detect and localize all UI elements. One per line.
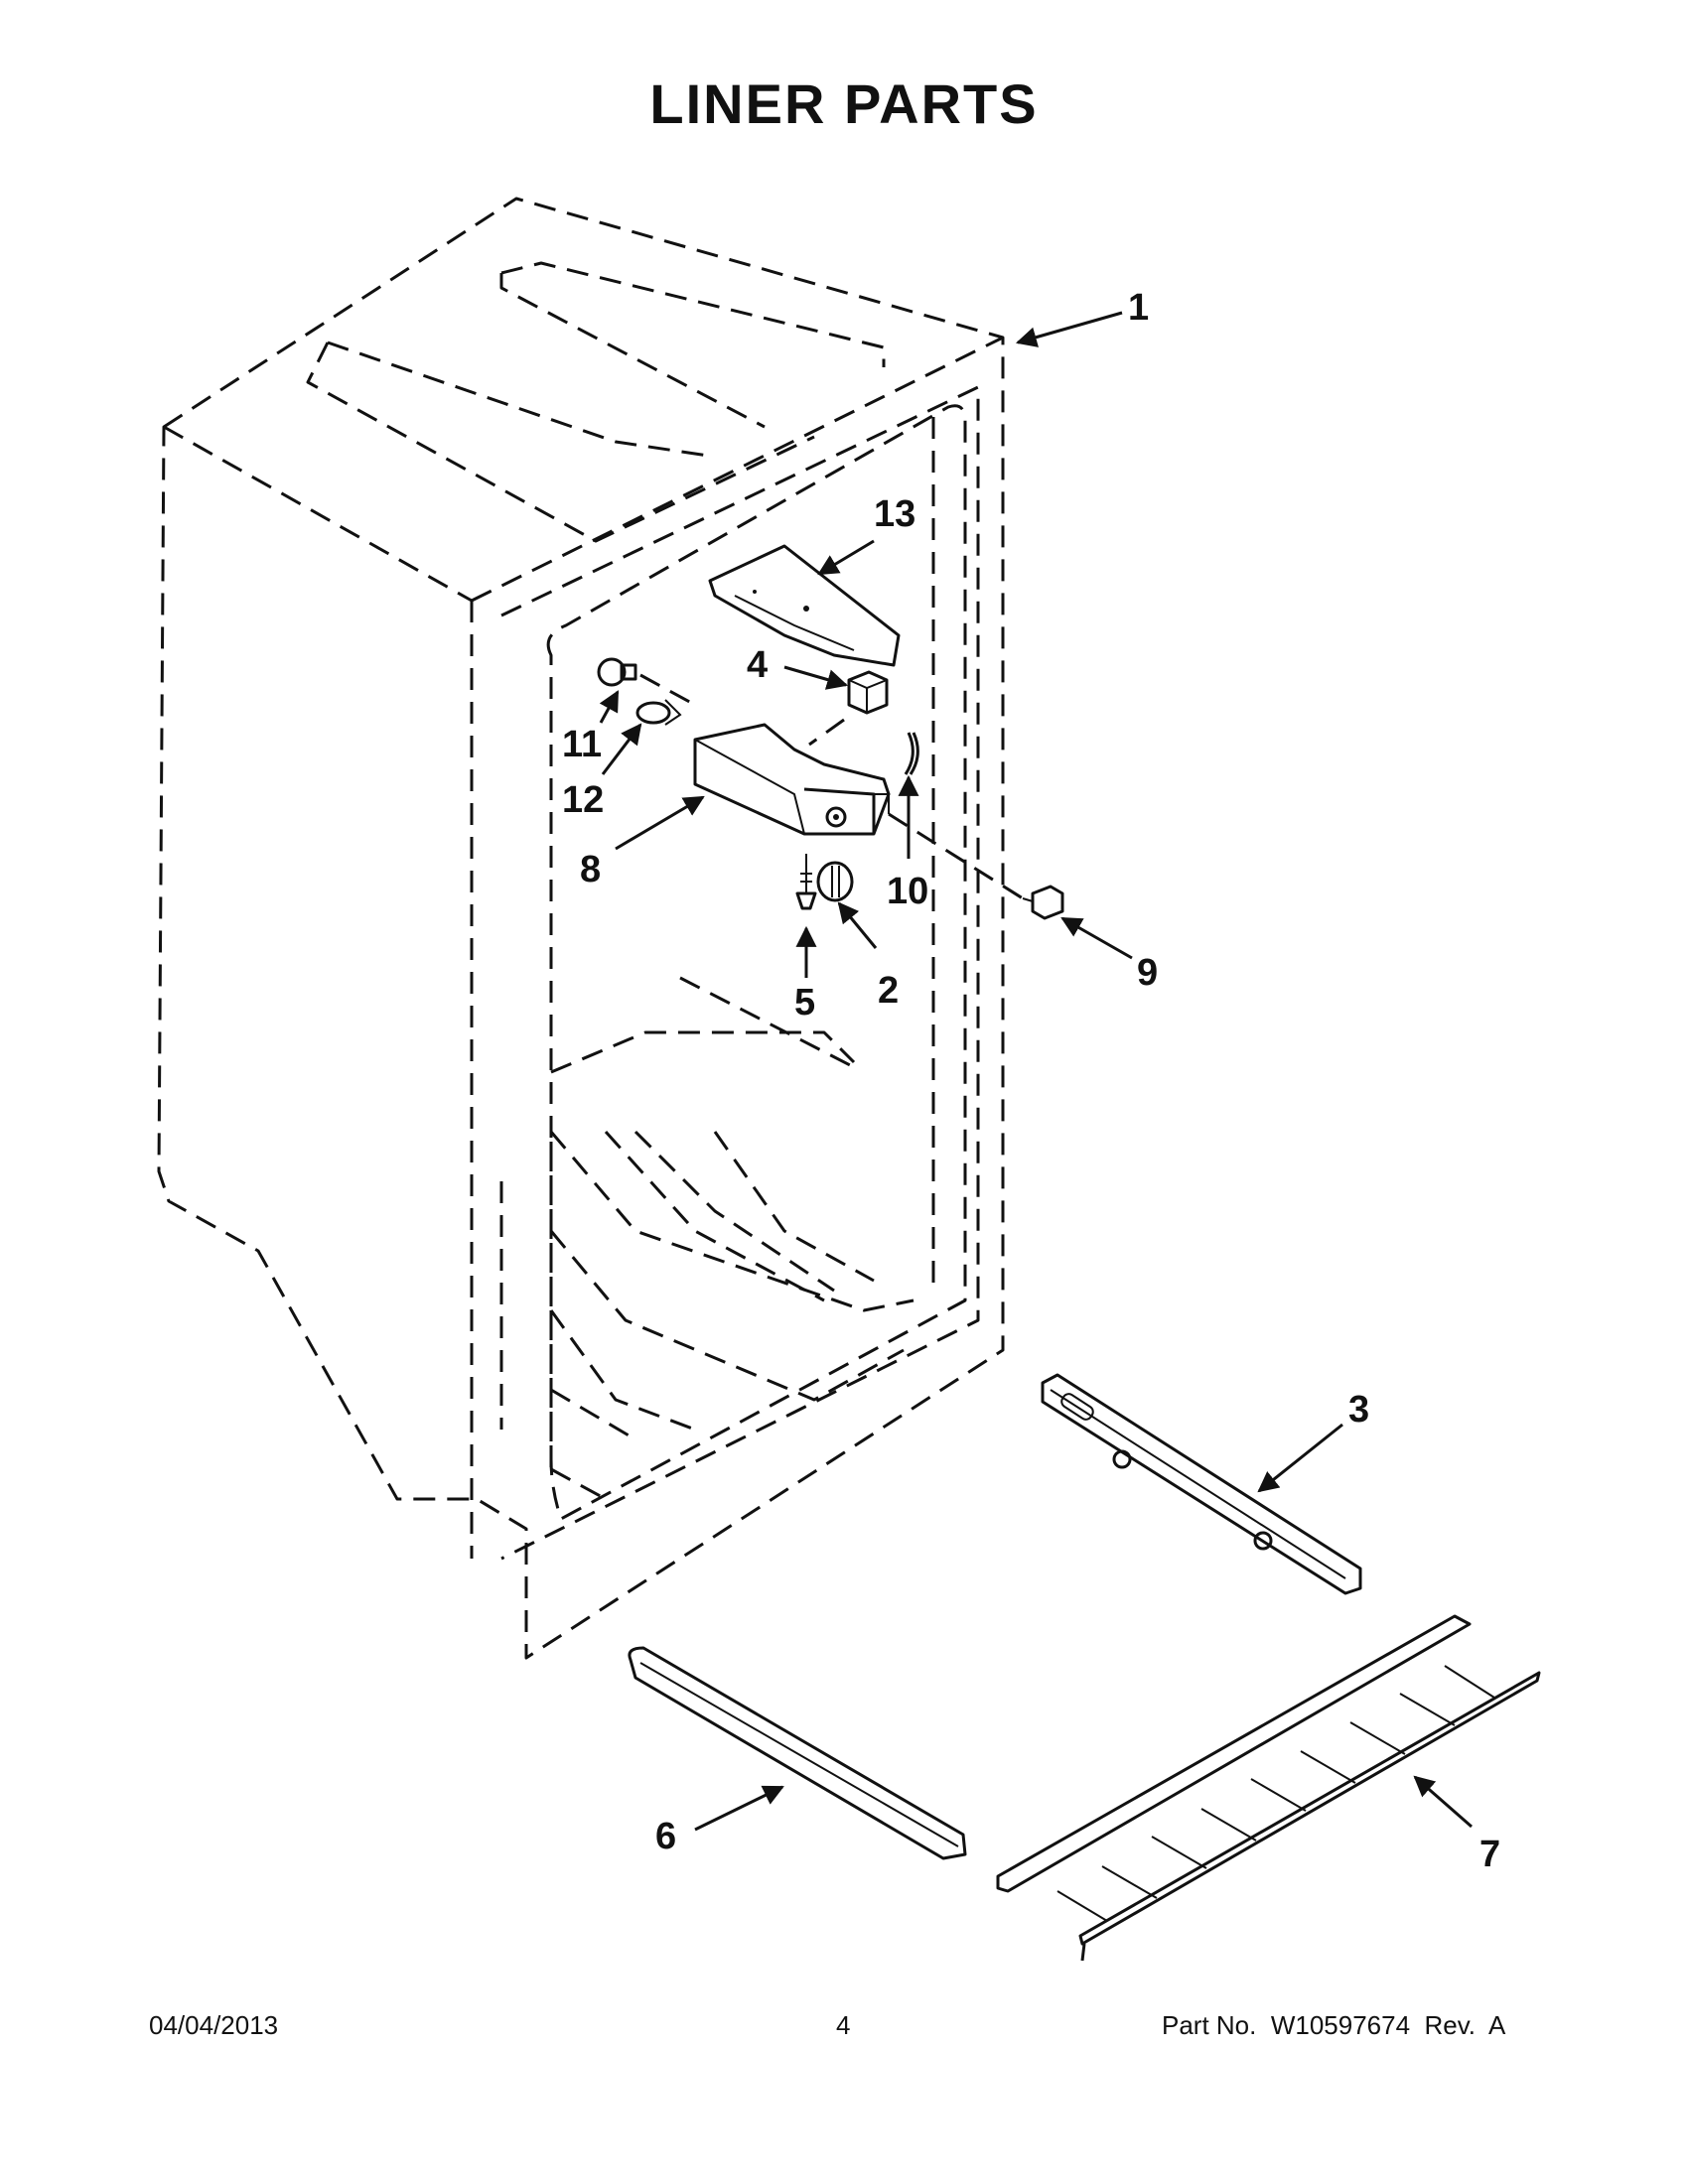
callout-9: 9 — [1137, 952, 1158, 994]
control-housing-part — [693, 723, 1024, 900]
switch-part — [1022, 885, 1064, 920]
bulb-part — [597, 657, 696, 707]
callout-8: 8 — [580, 849, 601, 890]
callout-5: 5 — [794, 982, 815, 1024]
lamp-socket-part — [635, 699, 682, 726]
knob-part — [816, 861, 854, 902]
light-shield-part — [708, 544, 901, 667]
callout-numbers: 1 13 4 11 12 8 10 9 2 5 3 6 7 — [562, 287, 1500, 1875]
side-rail-part — [1041, 1373, 1362, 1595]
front-trim-part — [628, 1646, 967, 1860]
callout-1: 1 — [1128, 287, 1149, 329]
wire-shelf-part — [996, 1614, 1541, 1962]
callout-4: 4 — [747, 644, 768, 686]
screw-part — [795, 854, 817, 910]
callout-12: 12 — [562, 779, 604, 821]
callout-6: 6 — [655, 1816, 676, 1857]
callout-11: 11 — [562, 724, 602, 765]
callout-2: 2 — [878, 970, 899, 1012]
page-title: LINER PARTS — [649, 72, 1039, 135]
callout-3: 3 — [1348, 1389, 1369, 1431]
footer-page-number: 4 — [836, 2010, 851, 2040]
liner-outline — [157, 197, 1005, 1660]
socket-part — [808, 670, 889, 747]
callout-13: 13 — [874, 493, 915, 535]
gasket-part — [904, 732, 919, 775]
callout-10: 10 — [887, 871, 928, 912]
callout-7: 7 — [1479, 1834, 1500, 1875]
callout-leaders — [599, 311, 1473, 1832]
footer-date: 04/04/2013 — [149, 2010, 279, 2040]
footer-part-number: Part No. W10597674 Rev. A — [1162, 2010, 1506, 2040]
